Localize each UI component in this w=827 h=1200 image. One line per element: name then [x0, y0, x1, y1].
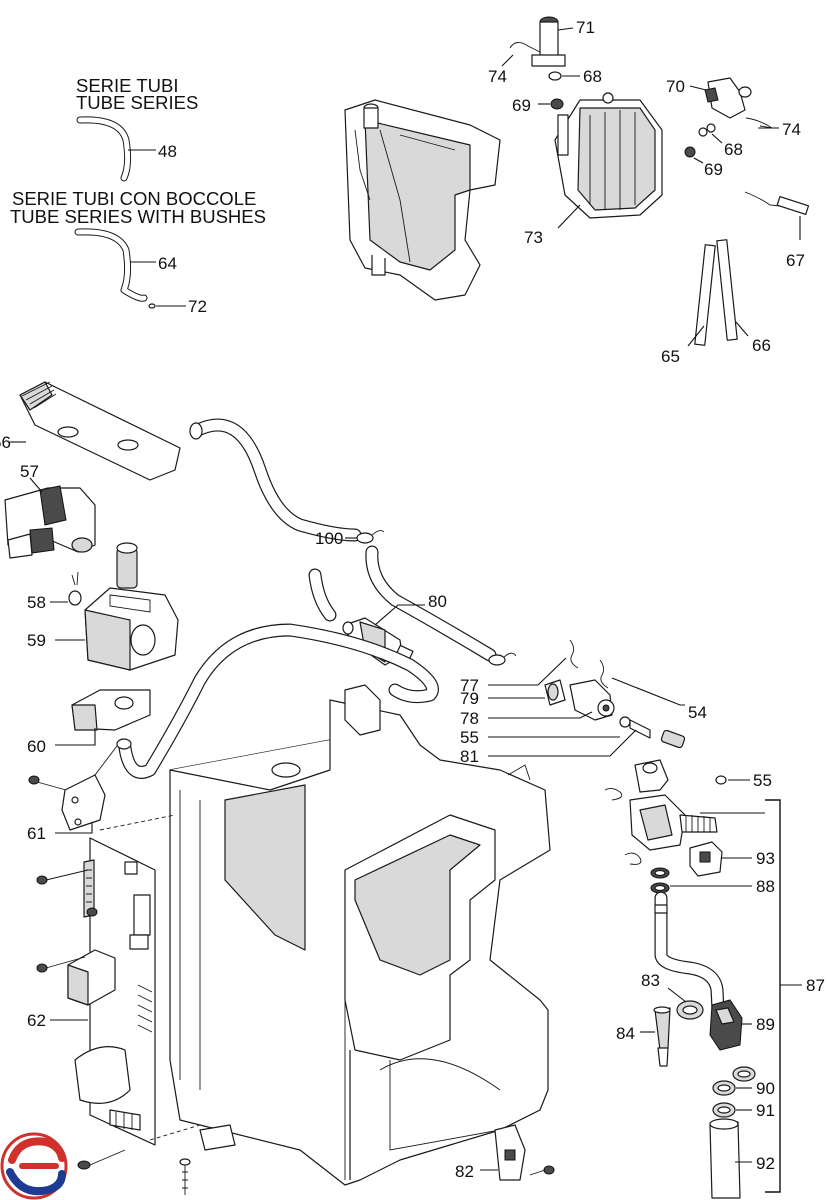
control-board-62: [67, 837, 156, 1146]
clip-77: [569, 639, 579, 669]
label-55b: 55: [753, 771, 772, 790]
tube-bushes-title-line1: SERIE TUBI CON BOCCOLE: [12, 188, 256, 209]
label-70: 70: [666, 77, 685, 96]
label-48: 48: [158, 142, 177, 161]
label-81: 81: [460, 747, 479, 766]
pipe-89: [654, 891, 743, 1051]
clip-74a: [509, 42, 541, 53]
label-57: 57: [20, 462, 39, 481]
fitting-78: [569, 679, 615, 721]
valve-57: [4, 485, 96, 559]
bracket-60: [71, 689, 151, 731]
label-91: 91: [756, 1101, 775, 1120]
boiler-73: [554, 92, 663, 219]
label-77: 77: [460, 676, 479, 695]
label-64: 64: [158, 254, 177, 273]
tube-series-block: SERIE TUBI TUBE SERIES 48 SERIE TUBI CON…: [10, 75, 266, 316]
valve-71: [531, 16, 566, 67]
clip-74b: [745, 117, 773, 129]
label-82: 82: [455, 1162, 474, 1181]
label-66: 66: [752, 336, 771, 355]
valve-70: [704, 77, 752, 119]
label-83: 83: [641, 971, 660, 990]
valve-body: [604, 759, 718, 865]
label-88: 88: [756, 877, 775, 896]
label-60: 60: [27, 737, 46, 756]
tube-long: [116, 623, 439, 779]
label-68a: 68: [583, 67, 602, 86]
label-55a: 55: [460, 728, 479, 747]
oring-55a: [619, 716, 631, 728]
label-84: 84: [616, 1024, 635, 1043]
coupling-79: [544, 679, 566, 706]
label-67: 67: [786, 251, 805, 270]
label-80: 80: [428, 592, 447, 611]
label-73: 73: [524, 228, 543, 247]
tube-series-title-line2: TUBE SERIES: [76, 92, 198, 113]
tube-upper: [189, 418, 362, 542]
label-58: 58: [27, 593, 46, 612]
label-69b: 69: [704, 160, 723, 179]
label-93: 93: [756, 849, 775, 868]
bracket-61: [28, 741, 121, 831]
label-62: 62: [27, 1011, 46, 1030]
logo-red-swoosh: [8, 1137, 66, 1164]
part-93: [689, 841, 723, 877]
label-61: 61: [27, 824, 46, 843]
rod-65: [694, 244, 716, 346]
label-69a: 69: [512, 96, 531, 115]
tube-48: [76, 116, 132, 182]
label-79: 79: [460, 689, 479, 708]
label-78: 78: [460, 709, 479, 728]
seal-69a: [550, 98, 564, 110]
label-54: 54: [688, 703, 707, 722]
boiler-assembly: 71 74 68 69 73 70 74: [488, 16, 810, 366]
label-71: 71: [576, 18, 595, 37]
label-89: 89: [756, 1015, 775, 1034]
oring-55b: [715, 775, 727, 785]
brand-logo: [0, 1132, 68, 1200]
pump-59: [84, 542, 179, 671]
clamp-100: [356, 530, 385, 544]
label-100: 100: [315, 529, 343, 548]
drip-support-56: [19, 381, 181, 481]
bush-72: [148, 303, 156, 309]
tube-to-flowmeter: [308, 545, 497, 662]
filter-58: [68, 571, 82, 606]
clip-54: [599, 659, 609, 689]
sensor-67: [744, 191, 810, 215]
tube-92: [709, 1118, 741, 1199]
logo-blue-swoosh: [6, 1168, 66, 1196]
rod-66: [716, 239, 738, 341]
main-chassis: [169, 684, 551, 1195]
label-68b: 68: [724, 140, 743, 159]
label-87: 87: [806, 976, 825, 995]
microswitch-82: [494, 1124, 526, 1181]
label-56: 56: [0, 433, 11, 452]
tube-series-title-line1: SERIE TUBI: [76, 75, 178, 96]
seal-69b: [684, 146, 696, 158]
label-92: 92: [756, 1154, 775, 1173]
label-65: 65: [661, 347, 680, 366]
nozzle-81: [629, 719, 686, 749]
label-74a: 74: [488, 67, 507, 86]
label-59: 59: [27, 631, 46, 650]
label-72: 72: [188, 297, 207, 316]
tube-64: [74, 228, 148, 302]
oring-68a: [548, 71, 562, 81]
nozzle-84: [653, 1006, 671, 1067]
tube-bushes-title-line2: TUBE SERIES WITH BUSHES: [10, 206, 266, 227]
tank-holder: [344, 99, 501, 301]
clamp-77: [488, 652, 517, 666]
label-74b: 74: [782, 120, 801, 139]
label-90: 90: [756, 1079, 775, 1098]
